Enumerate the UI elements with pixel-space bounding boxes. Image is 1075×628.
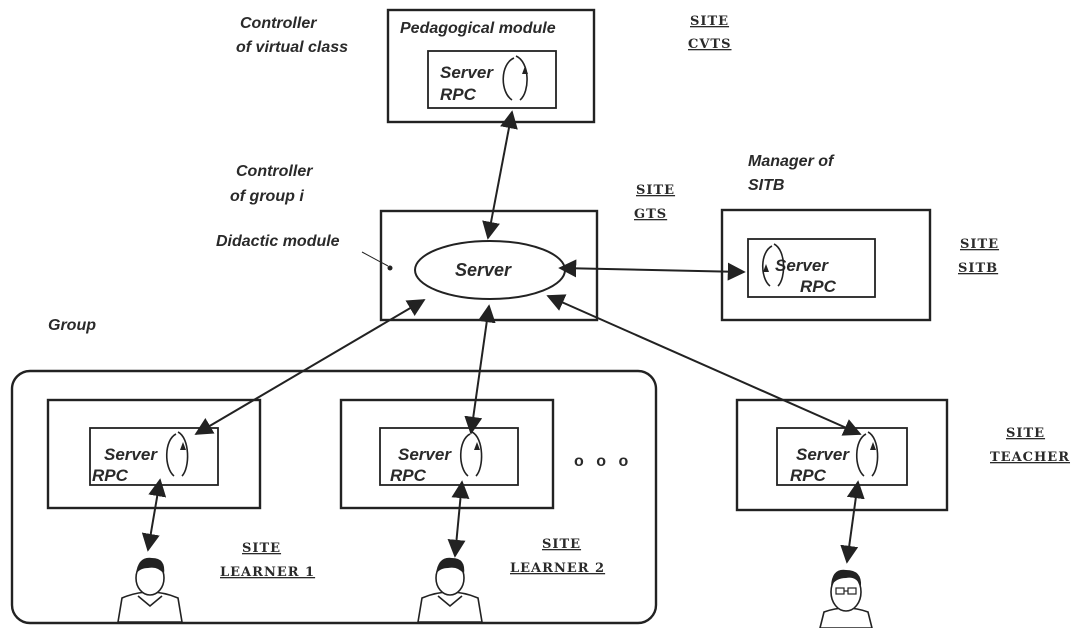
central-server-label: Server [455, 260, 512, 280]
site-teacher-label-2: TEACHER [990, 450, 1070, 465]
site-learner1-label-1: SITE [242, 541, 281, 556]
learner2-person-icon [417, 557, 483, 623]
site-teacher-label-1: SITE [1006, 426, 1045, 441]
learner1-rpc-label: RPC [92, 466, 129, 485]
link-central-to-pedagogical [482, 110, 518, 240]
site-learner2-label-2: LEARNER 2 [510, 561, 605, 576]
pedagogical-module-label: Pedagogical module [400, 20, 556, 37]
sitb-rpc-loop-icon [761, 243, 785, 287]
sitb-rpc-loop-arrow-icon [763, 264, 769, 272]
didactic-module-label: Didactic module [216, 233, 340, 250]
learner2-box [339, 398, 555, 510]
teacher-rpc-server-label: Server [796, 445, 850, 464]
learner1-person-icon [117, 557, 183, 623]
pedagogical-rpc-loop-icon [502, 55, 528, 101]
group-label: Group [48, 317, 96, 334]
teacher-rpc-loop-arrow-icon [870, 442, 876, 450]
link-central-to-sitb [558, 259, 746, 281]
controller-virtual-class-label-1: Controller [240, 15, 317, 32]
learner2-rpc-label: RPC [390, 466, 427, 485]
group-container [10, 369, 658, 625]
controller-group-label-2: of group i [230, 188, 304, 205]
site-cvts-label-1: SITE [690, 14, 729, 29]
site-learner1-label-2: LEARNER 1 [220, 565, 315, 580]
link-central-to-learner1 [194, 299, 426, 435]
learner2-rpc-loop-arrow-icon [474, 442, 480, 450]
pedagogical-rpc-box [427, 50, 557, 109]
site-gts-label-1: SITE [636, 183, 675, 198]
link-learner1-to-user [141, 478, 167, 552]
manager-sitb-label-1: Manager of [748, 153, 835, 170]
site-gts-label-2: GTS [634, 207, 667, 222]
pedagogical-rpc-label: RPC [440, 85, 477, 104]
learner1-rpc-server-label: Server [104, 445, 158, 464]
controller-virtual-class-label-2: of virtual class [236, 39, 348, 56]
link-central-to-teacher [546, 294, 862, 436]
teacher-person-icon [819, 569, 873, 628]
didactic-module-pointer [361, 251, 389, 267]
teacher-rpc-loop-icon [855, 431, 879, 477]
learner2-rpc-loop-icon [459, 431, 483, 477]
link-central-to-learner2 [464, 304, 496, 435]
site-sitb-label-2: SITB [958, 261, 998, 276]
pedagogical-rpc-server-label: Server [440, 63, 494, 82]
manager-sitb-label-2: SITB [748, 177, 784, 194]
sitb-rpc-label: RPC [800, 277, 837, 296]
didactic-module-pointer-dot [387, 265, 393, 271]
teacher-rpc-label: RPC [790, 466, 827, 485]
learner1-rpc-loop-arrow-icon [180, 442, 186, 450]
learner1-rpc-loop-icon [165, 431, 189, 477]
more-learners-ellipsis: o o o [574, 453, 632, 470]
site-cvts-label-2: CVTS [688, 37, 732, 52]
pedagogical-rpc-loop-arrow-icon [522, 66, 528, 74]
site-learner2-label-1: SITE [542, 537, 581, 552]
site-sitb-label-1: SITE [960, 237, 999, 252]
controller-group-label-1: Controller [236, 163, 313, 180]
link-learner2-to-user [447, 480, 470, 558]
learner2-rpc-server-label: Server [398, 445, 452, 464]
sitb-rpc-server-label: Server [775, 256, 829, 275]
link-teacher-to-user [840, 480, 865, 564]
